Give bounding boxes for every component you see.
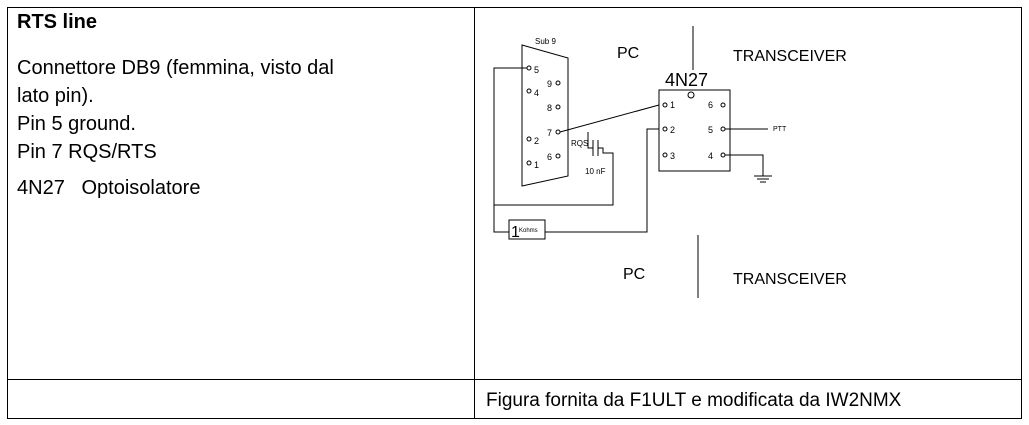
ic-pin-label: 3 xyxy=(670,151,675,161)
pin-dot xyxy=(555,129,561,135)
resistor xyxy=(508,219,546,240)
ic-notch xyxy=(687,91,695,99)
description-line: Connettore DB9 (femmina, visto dal xyxy=(17,57,334,79)
rts-wire xyxy=(559,104,660,133)
description-line: Pin 5 ground. xyxy=(17,113,136,135)
pin-7-label: 7 xyxy=(547,128,552,138)
capacitor-label: 10 nF xyxy=(585,167,606,176)
pin-label: 5 xyxy=(534,65,539,75)
pin-dot xyxy=(526,160,532,166)
pin-dot xyxy=(555,153,561,159)
ic-pin-label: 2 xyxy=(670,125,675,135)
pin-dot xyxy=(526,65,532,71)
description-text: Connettore DB9 (femmina, visto dal lato … xyxy=(17,54,467,166)
transceiver-label-top: TRANSCEIVER xyxy=(733,48,847,65)
pc-label-bottom: PC xyxy=(623,266,645,283)
ic-pin-dot xyxy=(720,126,726,132)
figure-caption: Figura fornita da F1ULT e modificata da … xyxy=(486,390,902,411)
ic-pin-dot xyxy=(662,102,668,108)
circuit-diagram: Sub 9 5 4 2 1 9 8 7 6 1 Kohms RQS 10 nF … xyxy=(493,26,847,298)
resistor-unit: Kohms xyxy=(519,228,538,234)
connector-label: Sub 9 xyxy=(535,37,556,46)
ic-pin-dot xyxy=(662,152,668,158)
resistor-label: 1 xyxy=(511,224,520,241)
pin-label: 2 xyxy=(534,136,539,146)
transceiver-label-bottom: TRANSCEIVER xyxy=(733,271,847,288)
ic-pin-dot xyxy=(720,152,726,158)
pc-label-top: PC xyxy=(617,45,639,62)
ic-pin-label: 4 xyxy=(708,151,713,161)
ic-label: 4N27 xyxy=(665,70,708,90)
ptt-label: PTT xyxy=(773,126,787,133)
row-divider xyxy=(7,379,1022,380)
db9-connector xyxy=(521,44,569,187)
pin-label: 8 xyxy=(547,103,552,113)
table-frame xyxy=(7,7,1022,419)
ic-pin-label: 5 xyxy=(708,125,713,135)
ic-pin-dot xyxy=(662,126,668,132)
pin-dot xyxy=(555,80,561,86)
ground-wire xyxy=(725,154,764,176)
ic-4n27 xyxy=(658,89,731,172)
pin-dot xyxy=(526,88,532,94)
rqs-label: RQS xyxy=(571,139,588,148)
pin-label: 6 xyxy=(547,152,552,162)
cap-wire xyxy=(494,147,614,206)
column-divider xyxy=(474,7,475,419)
pin-dot xyxy=(526,136,532,142)
ic-pin-label: 6 xyxy=(708,100,713,110)
section-title: RTS line xyxy=(17,11,98,33)
description-line: Pin 7 RQS/RTS xyxy=(17,141,157,163)
ic-pin-label: 1 xyxy=(670,100,675,110)
pin-label: 1 xyxy=(534,160,539,170)
resistor-wire xyxy=(545,128,659,233)
pin-dot xyxy=(555,104,561,110)
cap-wire xyxy=(587,132,593,149)
pin-label: 4 xyxy=(534,88,539,98)
component-line: 4N27 Optoisolatore xyxy=(17,177,201,199)
ground-wire xyxy=(493,67,527,233)
pin-label: 9 xyxy=(547,79,552,89)
description-line: lato pin). xyxy=(17,85,94,107)
ic-pin-dot xyxy=(720,102,726,108)
description-cell: RTS line Connettore DB9 (femmina, visto … xyxy=(17,10,467,200)
